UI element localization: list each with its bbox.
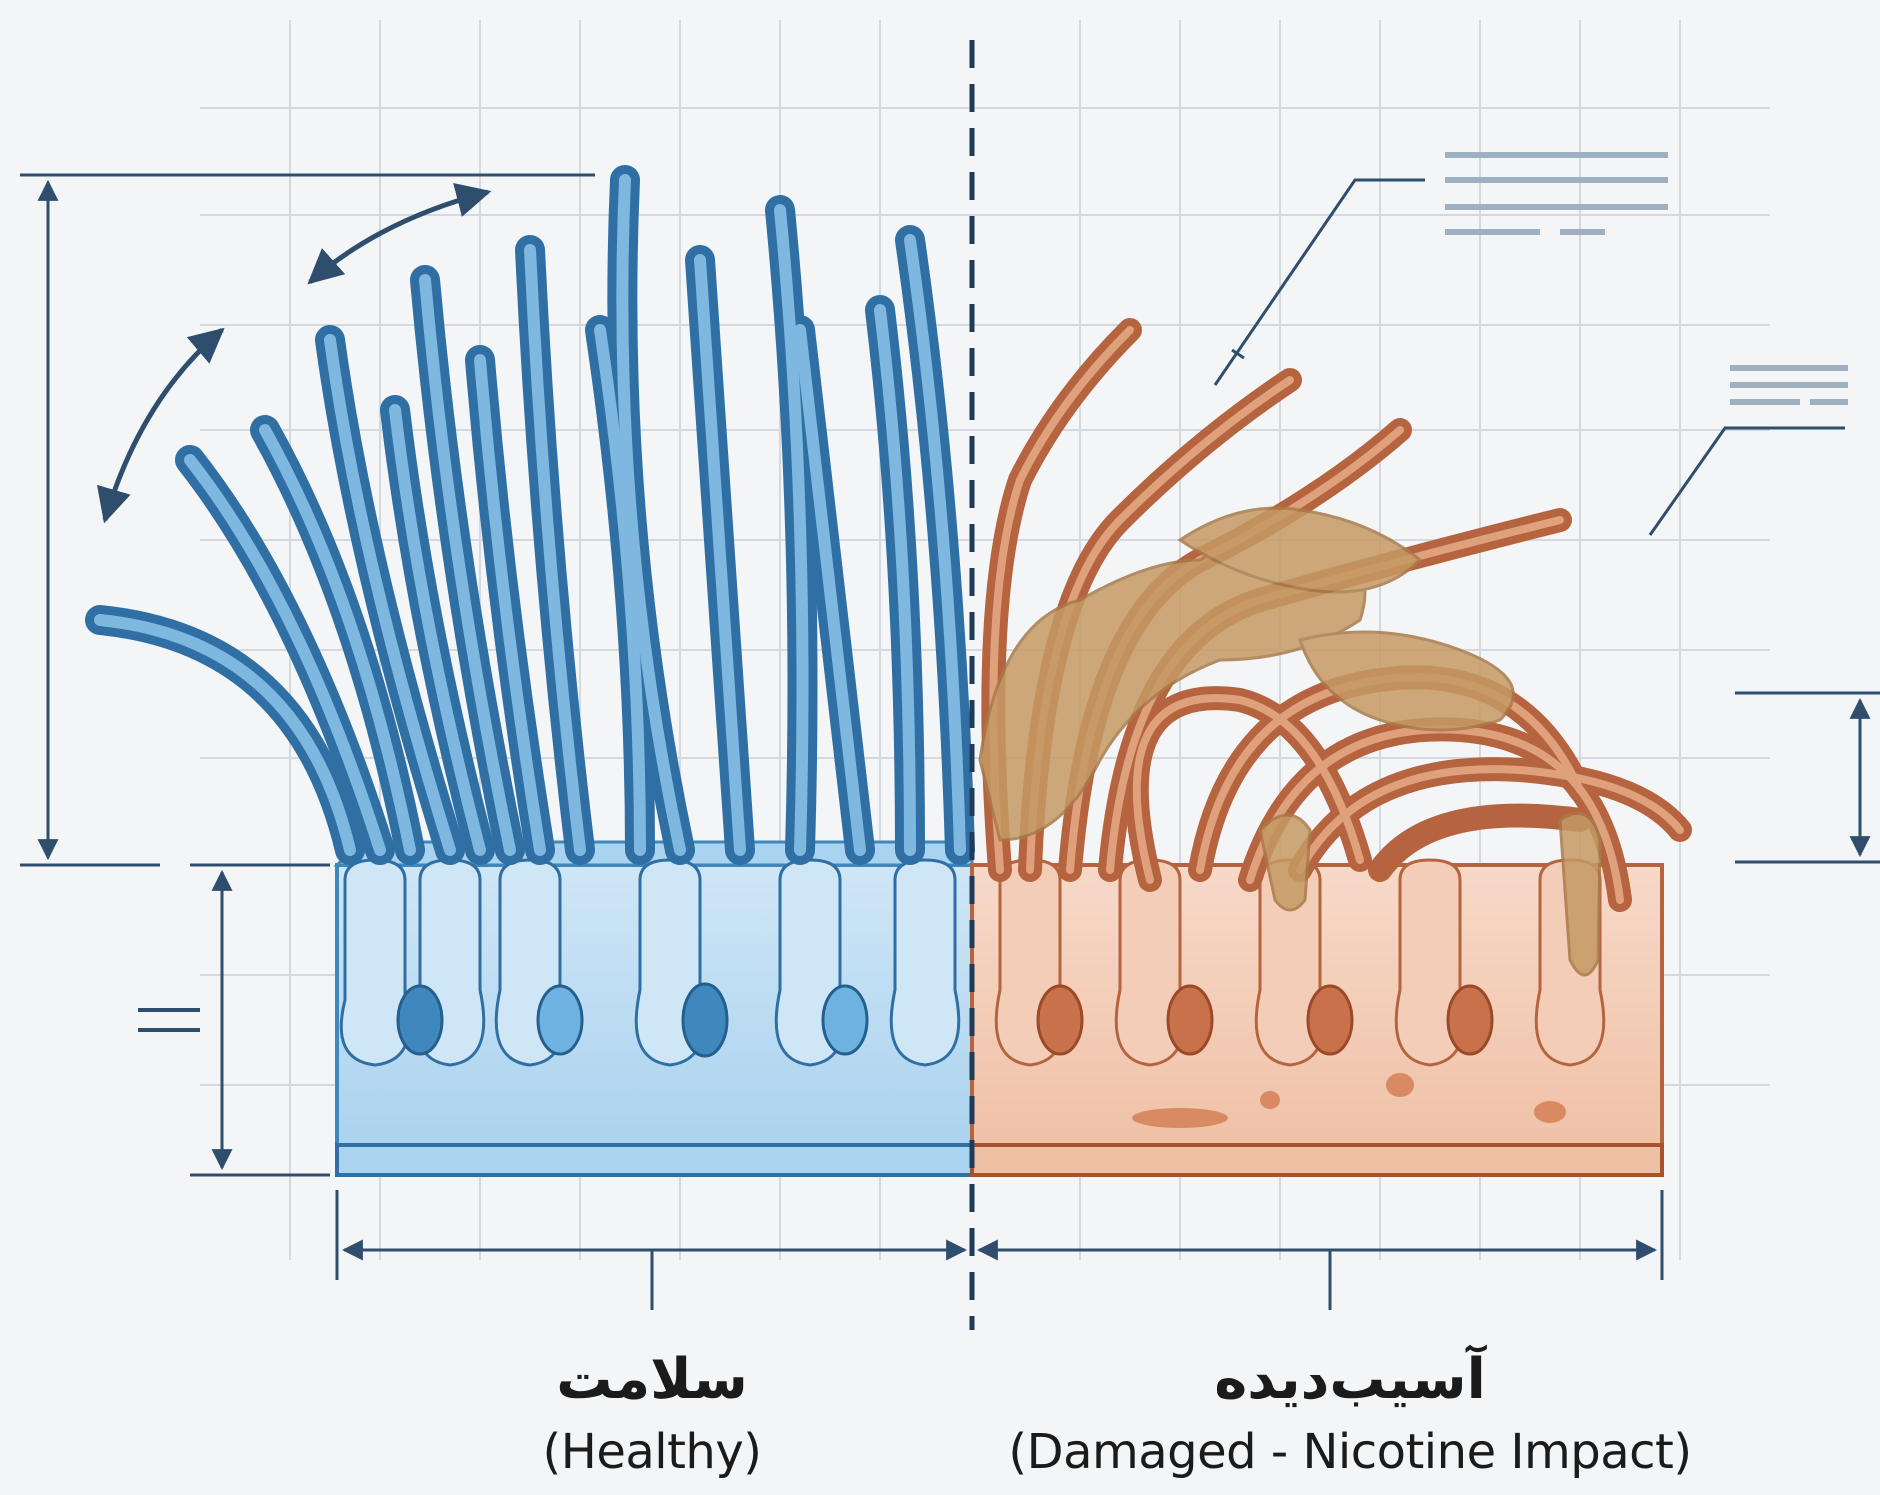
damaged-label-fa: آسیب‌دیده <box>965 1352 1735 1408</box>
healthy-label-fa: سلامت <box>452 1352 852 1408</box>
callout-placeholder-lines <box>1445 155 1848 402</box>
healthy-label-en: (Healthy) <box>452 1424 852 1482</box>
damaged-label-en: (Damaged - Nicotine Impact) <box>965 1424 1735 1482</box>
curved-motion-arrow-icon <box>310 192 488 282</box>
damaged-epithelium <box>972 860 1662 1175</box>
healthy-caption: سلامت (Healthy) <box>452 1352 852 1482</box>
healthy-epithelium <box>337 842 972 1175</box>
damaged-caption: آسیب‌دیده (Damaged - Nicotine Impact) <box>965 1352 1735 1482</box>
healthy-cilia <box>100 180 960 850</box>
